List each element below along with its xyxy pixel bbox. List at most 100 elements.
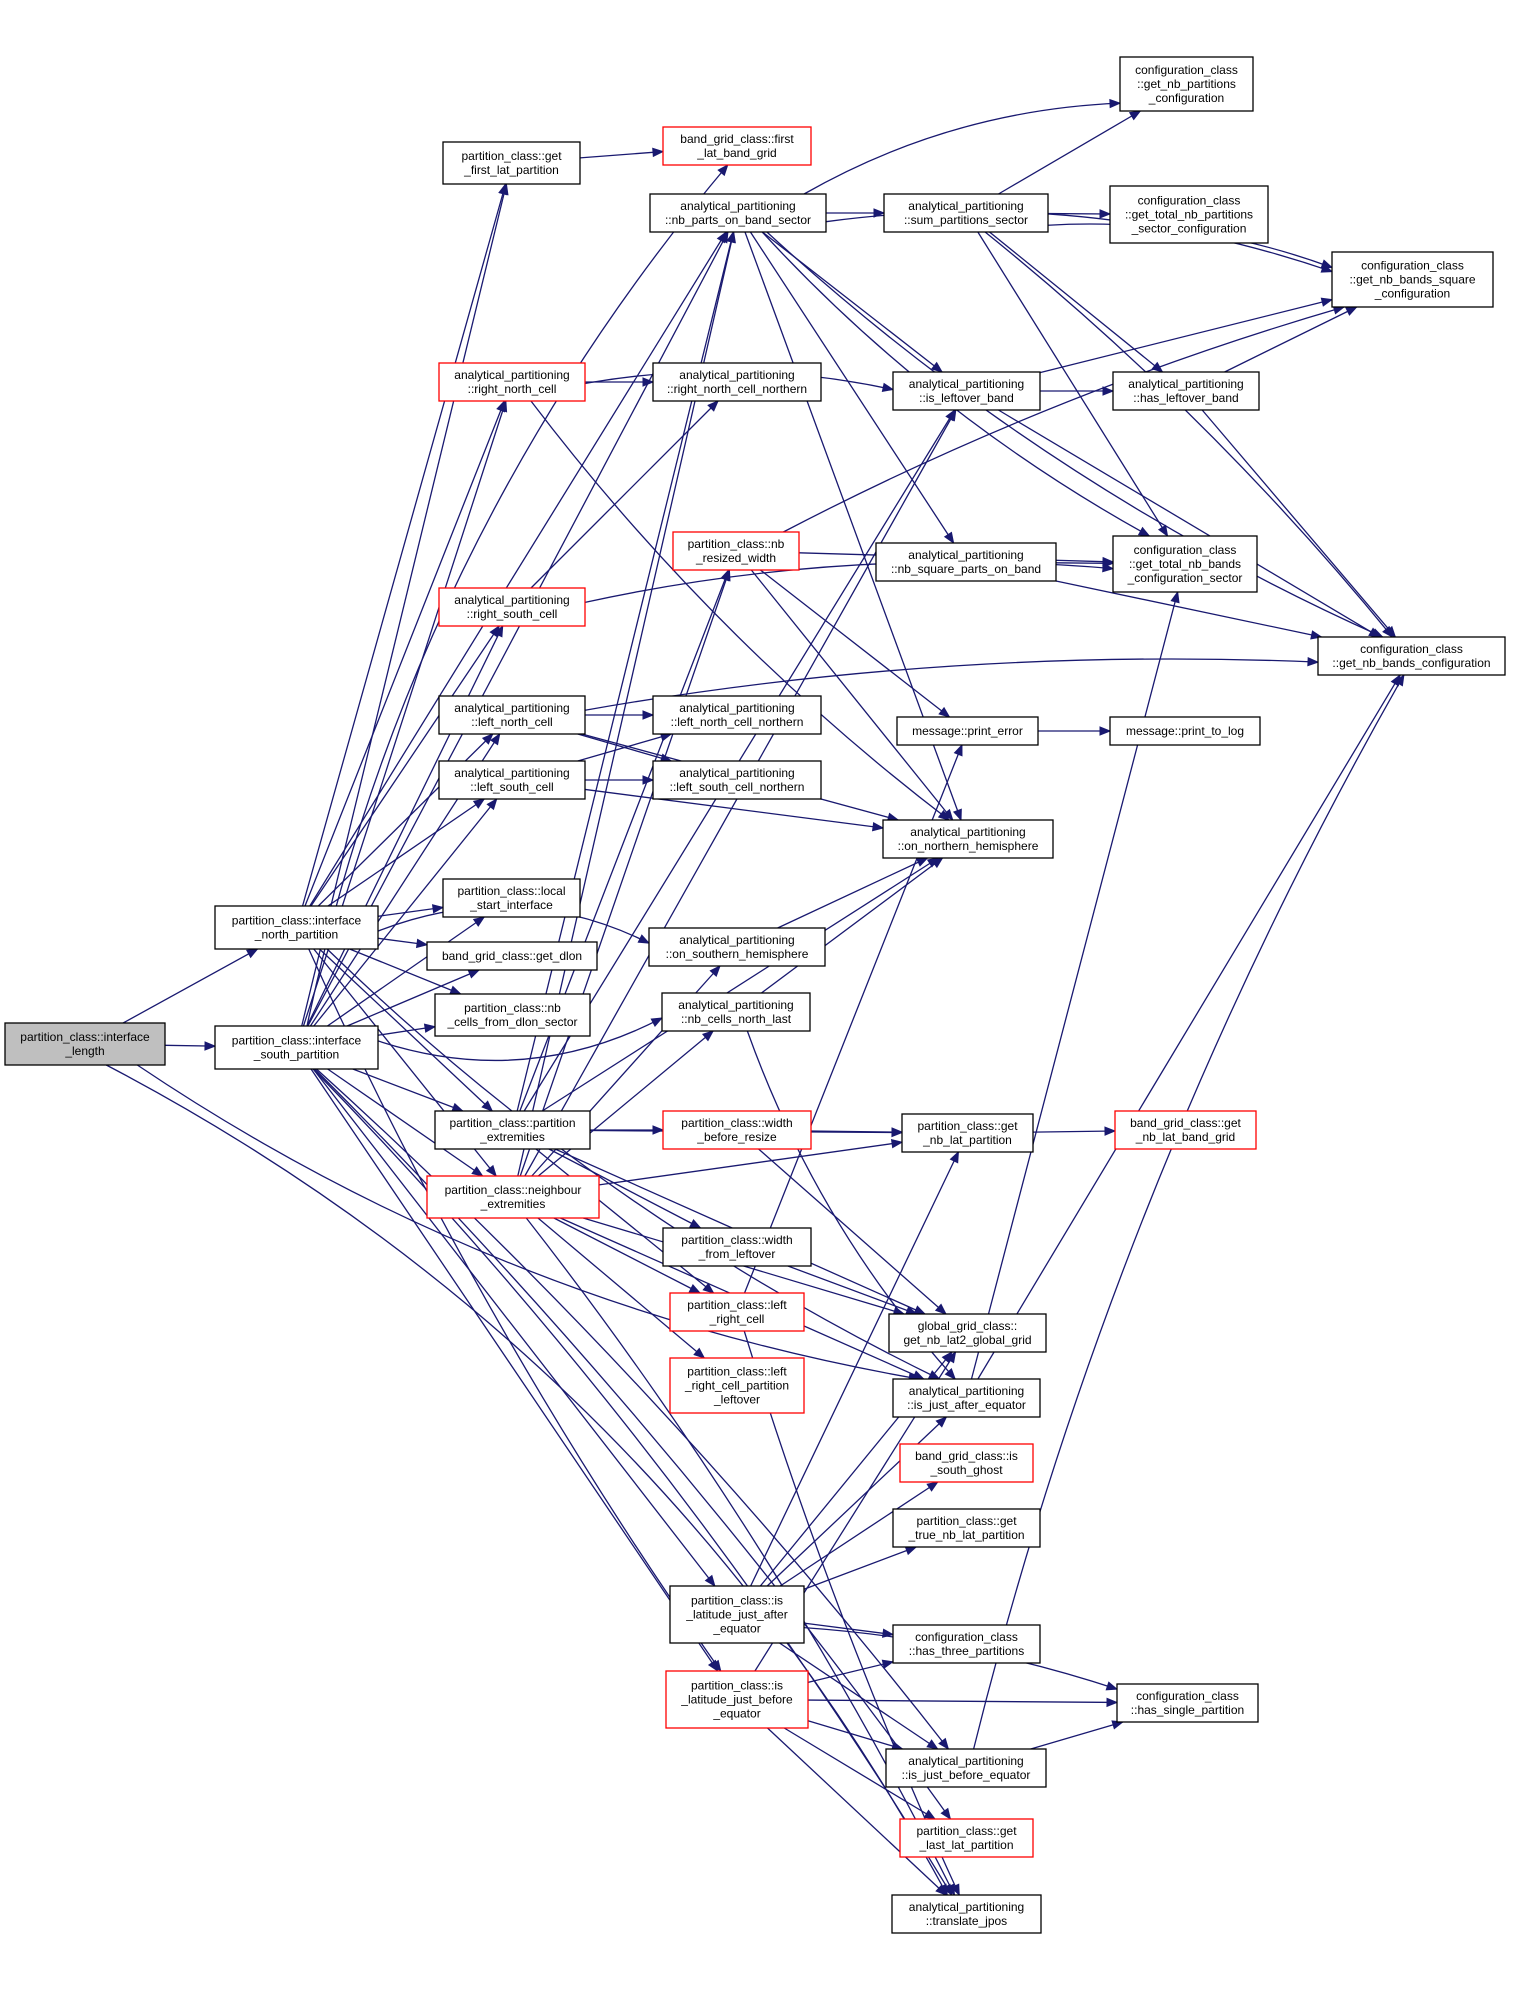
arrowhead-icon xyxy=(485,1164,497,1178)
node-neigh-ext[interactable]: partition_class::neighbour_extremities xyxy=(426,1175,600,1219)
edge-nb_parts-to-nb_square xyxy=(749,231,955,545)
arrowhead-icon xyxy=(935,1884,948,1896)
node-just-before[interactable]: analytical_partitioning::is_just_before_… xyxy=(885,1748,1047,1788)
node-cfg-total-part[interactable]: configuration_class::get_total_nb_partit… xyxy=(1109,185,1269,244)
arrowhead-icon xyxy=(949,1150,959,1164)
node-lr-cell[interactable]: partition_class::left_right_cell xyxy=(669,1292,805,1332)
node-label-line: analytical_partitioning xyxy=(679,933,794,947)
node-cfg-bands[interactable]: configuration_class::get_nb_bands_config… xyxy=(1317,636,1506,676)
edge-just_before-to-single_part xyxy=(1030,1720,1125,1750)
edge-ln_cell-to-ln_north xyxy=(585,710,655,720)
node-ln-cell[interactable]: analytical_partitioning::left_north_cell xyxy=(438,695,586,735)
node-just-after[interactable]: analytical_partitioning::is_just_after_e… xyxy=(892,1378,1041,1418)
arrowhead-icon xyxy=(467,969,481,979)
node-box xyxy=(661,992,811,1032)
node-label-line: ::nb_parts_on_band_sector xyxy=(665,213,811,227)
node-cfg-total-bands[interactable]: configuration_class::get_total_nb_bands_… xyxy=(1112,535,1258,593)
edge-lat_after-to-get_nb_lat xyxy=(750,1150,959,1587)
edge-north-to-part_ext xyxy=(318,948,494,1112)
node-cfg-nbpart[interactable]: configuration_class::get_nb_partitions_c… xyxy=(1119,56,1254,112)
edge-just_before-to-cfg_bands xyxy=(972,673,1405,1750)
node-ls-cell[interactable]: analytical_partitioning::left_south_cell xyxy=(438,760,586,800)
node-label-line: band_grid_class::get xyxy=(1130,1116,1241,1130)
edge-line xyxy=(750,1151,959,1587)
edge-root-to-north xyxy=(122,948,259,1024)
arrowhead-icon xyxy=(471,1166,484,1177)
arrowhead-icon xyxy=(923,1809,937,1820)
node-lr-leftover[interactable]: partition_class::left_right_cell_partiti… xyxy=(669,1357,805,1414)
node-nb-cells-north[interactable]: analytical_partitioning::nb_cells_north_… xyxy=(661,992,811,1032)
node-get-dlon[interactable]: band_grid_class::get_dlon xyxy=(426,941,598,971)
node-nb-square[interactable]: analytical_partitioning::nb_square_parts… xyxy=(875,542,1057,582)
edge-lat_before-to-single_part xyxy=(807,1697,1119,1708)
node-label-line: _start_interface xyxy=(469,898,553,912)
node-print-error[interactable]: message::print_error xyxy=(896,716,1039,746)
node-root[interactable]: partition_class::interface_length xyxy=(4,1022,166,1066)
node-true-nb-lat[interactable]: partition_class::get_true_nb_lat_partiti… xyxy=(892,1508,1041,1548)
node-label-line: partition_class::left xyxy=(687,1365,787,1379)
node-label-line: ::is_just_before_equator xyxy=(902,1768,1031,1782)
node-cfg-square[interactable]: configuration_class::get_nb_bands_square… xyxy=(1331,251,1494,308)
edge-line xyxy=(984,231,1393,638)
node-ls-north[interactable]: analytical_partitioning::left_south_cell… xyxy=(652,760,822,800)
edge-nb_parts-to-cfg_nbpart xyxy=(803,98,1122,195)
edge-line xyxy=(304,400,506,907)
arrowhead-icon xyxy=(707,400,719,412)
edge-line xyxy=(1039,298,1333,374)
node-on-south[interactable]: analytical_partitioning::on_southern_hem… xyxy=(648,927,826,967)
node-lat-before[interactable]: partition_class::is_latitude_just_before… xyxy=(665,1670,809,1729)
node-north[interactable]: partition_class::interface_north_partiti… xyxy=(214,905,379,950)
node-get-first[interactable]: partition_class::get_first_lat_partition xyxy=(442,141,581,185)
node-box xyxy=(1112,371,1260,411)
node-nb-resized[interactable]: partition_class::nb_resized_width xyxy=(672,531,800,571)
node-width-leftover[interactable]: partition_class::width_from_leftover xyxy=(662,1227,812,1267)
edge-line xyxy=(1030,1721,1123,1750)
node-global-grid[interactable]: global_grid_class::get_nb_lat2_global_gr… xyxy=(888,1313,1047,1353)
node-south[interactable]: partition_class::interface_south_partiti… xyxy=(214,1025,379,1070)
node-local-start[interactable]: partition_class::local_start_interface xyxy=(442,878,581,918)
node-nb-parts[interactable]: analytical_partitioning::nb_parts_on_ban… xyxy=(649,193,827,233)
node-label-line: _equator xyxy=(712,1622,760,1636)
edge-line xyxy=(306,164,729,1027)
node-translate[interactable]: analytical_partitioning::translate_jpos xyxy=(891,1894,1042,1934)
node-width-before[interactable]: partition_class::width_before_resize xyxy=(662,1110,812,1150)
node-part-ext[interactable]: partition_class::partition_extremities xyxy=(434,1110,591,1150)
node-rn-north[interactable]: analytical_partitioning::right_north_cel… xyxy=(652,362,822,402)
edge-sum_part-to-has_leftover xyxy=(989,231,1164,373)
node-on-north[interactable]: analytical_partitioning::on_northern_hem… xyxy=(882,819,1054,859)
node-rn-cell[interactable]: analytical_partitioning::right_north_cel… xyxy=(438,362,586,402)
node-print-log[interactable]: message::print_to_log xyxy=(1109,716,1261,746)
node-has-leftover[interactable]: analytical_partitioning::has_leftover_ba… xyxy=(1112,371,1260,411)
edge-part_ext-to-on_north xyxy=(541,857,940,1112)
node-label-line: analytical_partitioning xyxy=(678,998,793,1012)
edge-south-to-neigh_ext xyxy=(327,1068,484,1177)
node-is-leftover[interactable]: analytical_partitioning::is_leftover_ban… xyxy=(892,371,1041,411)
edge-north-to-nb_parts xyxy=(309,230,727,907)
node-label-line: partition_class::get xyxy=(916,1514,1017,1528)
node-label-line: partition_class::get xyxy=(917,1119,1018,1133)
node-south-ghost[interactable]: band_grid_class::is_south_ghost xyxy=(899,1443,1034,1483)
node-sum-part[interactable]: analytical_partitioning::sum_partitions_… xyxy=(883,193,1049,233)
node-box xyxy=(665,1670,809,1729)
arrowhead-icon xyxy=(423,1023,437,1033)
node-lat-after[interactable]: partition_class::is_latitude_just_after_… xyxy=(669,1585,805,1644)
arrowhead-icon xyxy=(935,1416,948,1428)
edge-line xyxy=(761,857,943,994)
node-bg-first[interactable]: band_grid_class::first_lat_band_grid xyxy=(662,126,812,166)
arrowhead-icon xyxy=(642,377,655,387)
node-get-last[interactable]: partition_class::get_last_lat_partition xyxy=(899,1818,1034,1858)
node-box xyxy=(672,531,800,571)
edge-line xyxy=(779,1642,939,1750)
node-rs-cell[interactable]: analytical_partitioning::right_south_cel… xyxy=(438,587,586,627)
arrowhead-icon xyxy=(926,1481,939,1492)
node-nb-cells-dlon[interactable]: partition_class::nb_cells_from_dlon_sect… xyxy=(434,993,591,1037)
node-bg-get-nb-lat[interactable]: band_grid_class::get_nb_lat_band_grid xyxy=(1114,1110,1257,1150)
edge-root-to-south xyxy=(164,1041,217,1051)
node-label-line: configuration_class xyxy=(1138,194,1241,208)
node-ln-north[interactable]: analytical_partitioning::left_north_cell… xyxy=(652,695,822,735)
node-box xyxy=(899,1818,1034,1858)
node-get-nb-lat[interactable]: partition_class::get_nb_lat_partition xyxy=(901,1113,1034,1153)
node-three-part[interactable]: configuration_class::has_three_partition… xyxy=(892,1624,1041,1664)
node-box xyxy=(649,193,827,233)
node-single-part[interactable]: configuration_class::has_single_partitio… xyxy=(1116,1683,1259,1723)
